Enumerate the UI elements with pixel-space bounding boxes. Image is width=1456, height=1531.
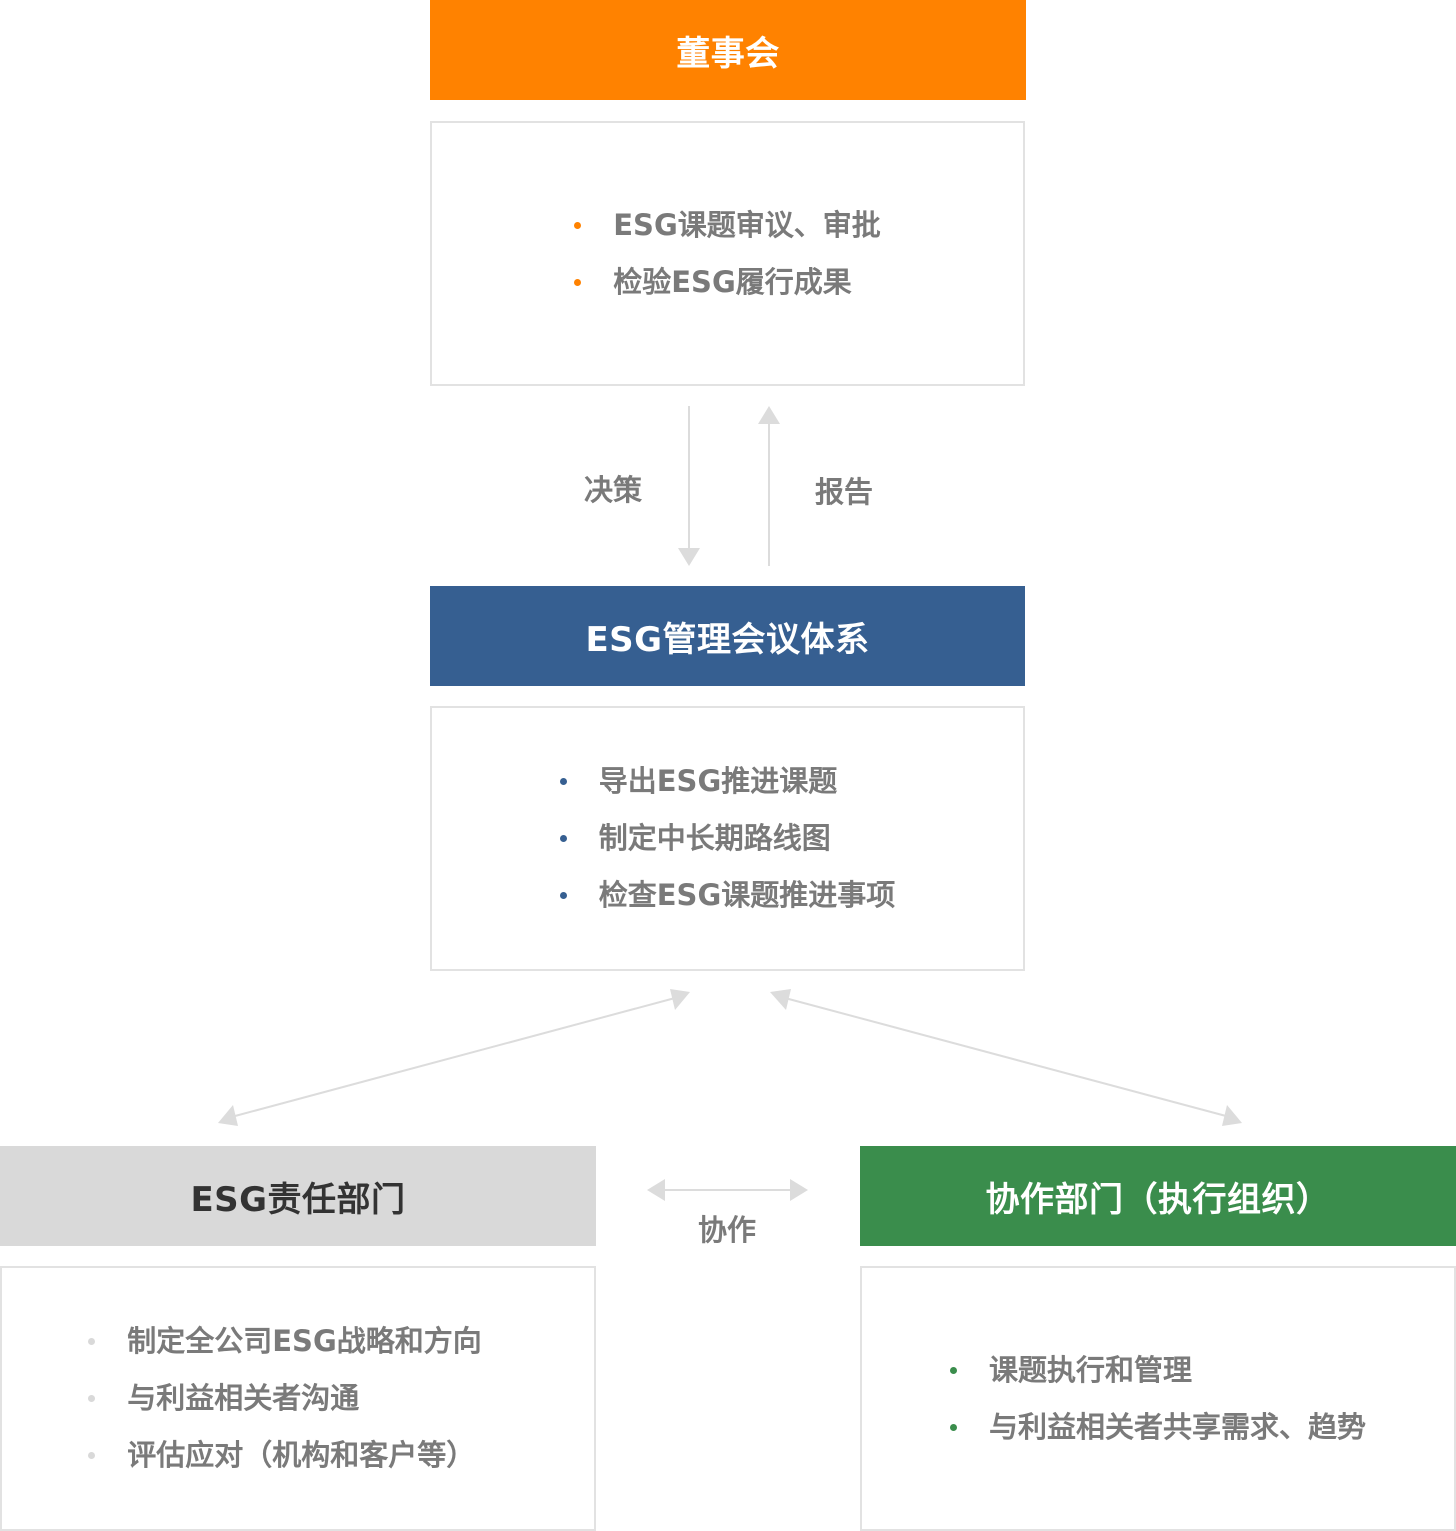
list-item: 制定中长期路线图	[559, 810, 896, 867]
board-title: 董事会	[676, 33, 780, 74]
list-item: 与利益相关者共享需求、趋势	[949, 1399, 1366, 1456]
bullet-dot	[559, 778, 567, 785]
decision-arrow-down	[678, 406, 700, 566]
bullet-dot	[559, 892, 567, 899]
cooperation-label: 协作	[698, 1213, 757, 1247]
coop-dept-title: 协作部门（执行组织）	[985, 1179, 1331, 1220]
esg-meeting-duties-box: 导出ESG推进课题 制定中长期路线图 检查ESG课题推进事项	[430, 706, 1025, 971]
coop-dept-duties-box: 课题执行和管理 与利益相关者共享需求、趋势	[860, 1266, 1456, 1531]
decision-label: 决策	[584, 473, 643, 507]
list-item: 导出ESG推进课题	[559, 753, 896, 810]
esg-dept-duties-list: 制定全公司ESG战略和方向 与利益相关者沟通 评估应对（机构和客户等）	[88, 1313, 482, 1484]
bullet-dot	[88, 1338, 96, 1345]
esg-dept-header: ESG责任部门	[0, 1146, 596, 1246]
list-item: 评估应对（机构和客户等）	[88, 1427, 482, 1484]
esg-meeting-duties-list: 导出ESG推进课题 制定中长期路线图 检查ESG课题推进事项	[559, 753, 896, 924]
coop-dept-link-arrow	[770, 989, 1242, 1126]
list-item: 检验ESG履行成果	[574, 254, 881, 311]
esg-meeting-header: ESG管理会议体系	[430, 586, 1025, 686]
esg-dept-link-arrow	[218, 989, 690, 1126]
list-item: 制定全公司ESG战略和方向	[88, 1313, 482, 1370]
esg-dept-duties-box: 制定全公司ESG战略和方向 与利益相关者沟通 评估应对（机构和客户等）	[0, 1266, 596, 1531]
report-label: 报告	[815, 475, 874, 509]
coop-dept-duties-list: 课题执行和管理 与利益相关者共享需求、趋势	[949, 1342, 1366, 1456]
list-item: ESG课题审议、审批	[574, 197, 881, 254]
report-arrow-up	[758, 406, 780, 566]
list-item: 与利益相关者沟通	[88, 1370, 482, 1427]
bullet-dot	[88, 1395, 96, 1402]
list-item: 检查ESG课题推进事项	[559, 867, 895, 924]
coop-dept-header: 协作部门（执行组织）	[860, 1146, 1456, 1246]
board-duties-box: ESG课题审议、审批 检验ESG履行成果	[430, 121, 1025, 386]
board-duties-list: ESG课题审议、审批 检验ESG履行成果	[574, 197, 881, 311]
cooperation-arrow	[647, 1179, 808, 1201]
esg-dept-title: ESG责任部门	[190, 1179, 406, 1220]
bullet-dot	[949, 1423, 957, 1431]
bullet-dot	[559, 835, 567, 842]
bullet-dot	[949, 1366, 957, 1374]
list-item: 课题执行和管理	[949, 1342, 1366, 1399]
esg-meeting-title: ESG管理会议体系	[585, 619, 870, 660]
bullet-dot	[574, 221, 582, 229]
bullet-dot	[88, 1452, 96, 1459]
bullet-dot	[574, 278, 582, 286]
board-header: 董事会	[430, 0, 1026, 100]
